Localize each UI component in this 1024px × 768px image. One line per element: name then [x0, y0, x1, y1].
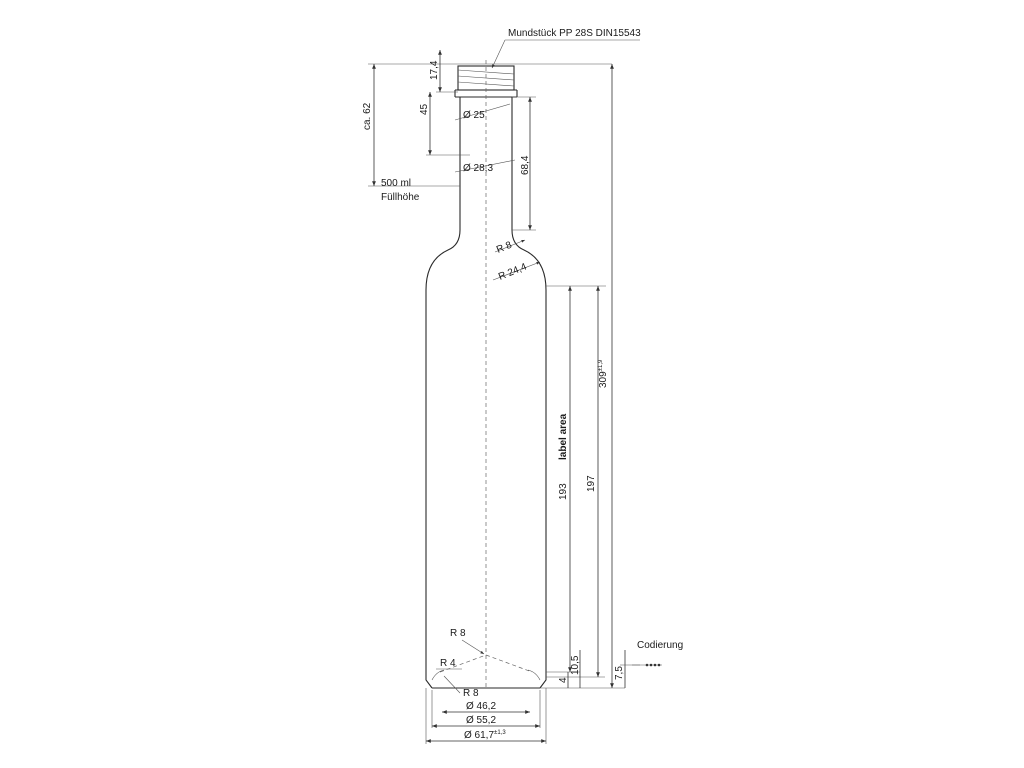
left-dimensions: 17,4 45 ca. 62 500 ml Füllhöhe — [362, 50, 470, 203]
bottle-profile — [425, 97, 547, 689]
base-diameters: Ø 46,2 Ø 55,2 Ø 61,7±1,3 — [425, 688, 547, 744]
dim-4: 4 — [558, 677, 569, 683]
base-radii: R 8 R 4 R 8 — [436, 628, 485, 699]
dim-193: 193 — [558, 483, 569, 500]
fill-volume-label: 500 ml — [381, 178, 411, 189]
r8-shoulder-label: R 8 — [495, 240, 514, 256]
dim-10-5: 10,5 — [570, 655, 581, 675]
neck-height-dimension: 68,4 — [512, 96, 536, 231]
dim-45: 45 — [419, 103, 430, 115]
dim-68-4: 68,4 — [520, 155, 531, 175]
r4-base-label: R 4 — [440, 658, 456, 669]
dim-ca-62: ca. 62 — [362, 102, 373, 130]
fill-height-label: Füllhöhe — [381, 192, 420, 203]
dia-55-2-label: Ø 55,2 — [466, 715, 496, 726]
r8-base-top-label: R 8 — [450, 628, 466, 639]
r8-base-bottom-label: R 8 — [463, 688, 479, 699]
dia-46-2-label: Ø 46,2 — [466, 701, 496, 712]
dia-61-7-label: Ø 61,7±1,3 — [464, 730, 506, 741]
finish-callout: Mundstück PP 28S DIN15543 — [491, 28, 641, 69]
bottle-outline — [425, 60, 547, 690]
neck-diameters: Ø 25 Ø 28,3 — [454, 103, 516, 174]
dia-28-3-label: Ø 28,3 — [463, 163, 493, 174]
dim-7-5: 7,5 — [614, 666, 625, 680]
coding-marker: Codierung — [632, 640, 683, 667]
dia-25-label: Ø 25 — [463, 110, 485, 121]
right-dimensions: 309±1,9 193 label area 197 10,5 4 7,5 — [540, 64, 640, 689]
label-area-text: label area — [558, 413, 569, 460]
r24-4-label: R 24,4 — [497, 261, 529, 282]
dim-309: 309±1,9 — [598, 359, 609, 388]
coding-label: Codierung — [637, 640, 683, 651]
dim-17-4: 17,4 — [429, 60, 440, 80]
dim-197: 197 — [586, 475, 597, 492]
finish-label: Mundstück PP 28S DIN15543 — [508, 28, 641, 39]
shoulder-radii: R 8 R 24,4 — [492, 240, 541, 283]
